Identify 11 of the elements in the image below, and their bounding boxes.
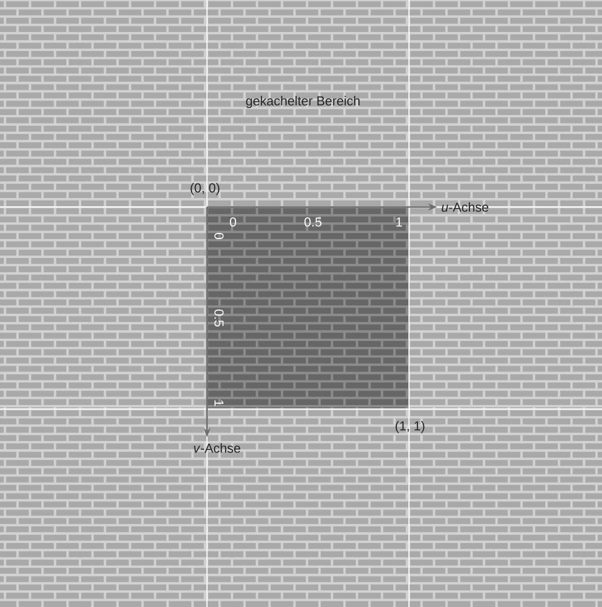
label: (1, 1) <box>396 420 424 434</box>
label: (0, 0) <box>190 182 220 196</box>
label: u-Achse <box>442 202 488 212</box>
tick-label: 0.5 <box>304 217 322 227</box>
label: gekachelter Bereich <box>246 96 360 108</box>
label: v-Achse <box>194 443 240 453</box>
tick-label: 0 <box>230 217 236 227</box>
tick-label: 0 <box>214 232 224 240</box>
tick-label: 1 <box>396 218 402 226</box>
tick-label: 1 <box>214 400 224 406</box>
tick-label: 0.5 <box>214 309 224 326</box>
